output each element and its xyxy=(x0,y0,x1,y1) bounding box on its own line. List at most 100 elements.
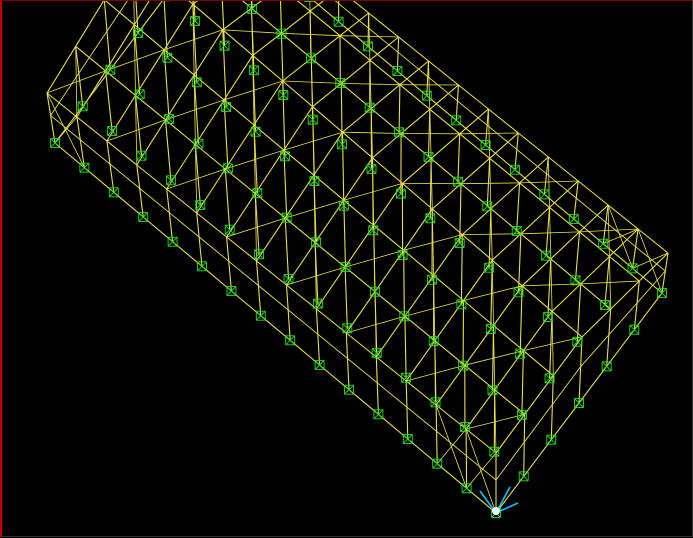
brace-a-14-2[interactable] xyxy=(133,1,134,25)
beam-long-0-3[interactable] xyxy=(552,311,582,337)
girt-front-3[interactable] xyxy=(377,383,407,407)
girt-front-11[interactable] xyxy=(140,188,170,212)
rafter-5-4[interactable] xyxy=(461,158,490,183)
girt-front-7[interactable] xyxy=(259,286,289,310)
beam-long-2-2[interactable] xyxy=(464,301,494,326)
beam-long-9-5[interactable] xyxy=(340,36,370,61)
rafter-9-1[interactable] xyxy=(255,150,284,193)
rafter-10-0[interactable] xyxy=(197,169,226,213)
beam-long-11-2[interactable] xyxy=(194,75,224,100)
column-10-1[interactable] xyxy=(225,169,229,230)
column-2-6[interactable] xyxy=(603,205,608,244)
beam-long-9-6[interactable] xyxy=(369,13,399,37)
beam-long-3-4[interactable] xyxy=(491,209,521,234)
beam-long-1-3[interactable] xyxy=(522,286,552,312)
rafter-6-0[interactable] xyxy=(316,267,345,309)
rafter-11-0[interactable] xyxy=(167,145,196,190)
rafter-13-1[interactable] xyxy=(136,50,165,96)
girt-front-4[interactable] xyxy=(348,359,378,383)
beam-long-12-0[interactable] xyxy=(107,141,137,165)
column-4-5[interactable] xyxy=(517,183,520,231)
beam-long-3-3[interactable] xyxy=(462,235,492,261)
column-5-4[interactable] xyxy=(460,184,461,243)
rafter-2-4[interactable] xyxy=(551,232,580,259)
rafter-4-5[interactable] xyxy=(520,157,549,183)
column-14-1[interactable] xyxy=(106,71,113,131)
girt-front-2[interactable] xyxy=(407,407,437,431)
tie-end-4[interactable] xyxy=(607,330,635,367)
column-11-2[interactable] xyxy=(224,100,228,168)
column-10-0[interactable] xyxy=(197,213,202,266)
column-1-0[interactable] xyxy=(466,429,467,488)
rafter-15-0[interactable] xyxy=(47,46,76,93)
girt-front-8[interactable] xyxy=(229,261,259,285)
beam-long-4-2[interactable] xyxy=(404,250,434,275)
girt-front-5[interactable] xyxy=(318,334,348,358)
beam-long-4-6[interactable] xyxy=(518,133,548,157)
tie-end-1[interactable] xyxy=(524,440,552,477)
column-8-1[interactable] xyxy=(285,218,288,279)
column-4-0[interactable] xyxy=(376,357,378,414)
rafter-13-2[interactable] xyxy=(164,4,193,50)
column-9-0[interactable] xyxy=(227,237,232,291)
rafter-6-1[interactable] xyxy=(345,225,374,267)
beam-long-6-3[interactable] xyxy=(373,158,403,184)
beam-long-1-5[interactable] xyxy=(580,232,610,257)
beam-long-3-6[interactable] xyxy=(548,157,578,181)
rafter-7-4[interactable] xyxy=(401,109,430,133)
tie-end-3[interactable] xyxy=(579,366,607,403)
beam-long-0-2[interactable] xyxy=(523,351,553,376)
rafter-3-4[interactable] xyxy=(521,207,550,233)
column-6-1[interactable] xyxy=(345,267,347,328)
rafter-4-4[interactable] xyxy=(491,183,520,209)
beam-long-8-2[interactable] xyxy=(284,150,314,175)
rafter-12-2[interactable] xyxy=(194,30,223,75)
rafter-6-4[interactable] xyxy=(431,134,460,159)
rafter-5-5[interactable] xyxy=(490,133,519,158)
girt-right-4[interactable] xyxy=(517,150,547,174)
rafter-7-5[interactable] xyxy=(430,85,459,109)
wall-brace-b-0-6[interactable] xyxy=(633,253,668,268)
brace-b-4-4[interactable] xyxy=(461,183,520,184)
rafter-6-5[interactable] xyxy=(460,109,489,134)
beam-long-10-5[interactable] xyxy=(310,11,340,36)
selected-node-marker[interactable] xyxy=(492,507,500,515)
column-12-1[interactable] xyxy=(166,120,171,180)
beam-long-8-6[interactable] xyxy=(399,37,429,61)
beam-long-1-2[interactable] xyxy=(494,326,524,351)
column-5-0[interactable] xyxy=(346,333,349,390)
rafter-12-1[interactable] xyxy=(166,75,195,120)
girt-right-3[interactable] xyxy=(547,174,577,198)
tie-end-5[interactable] xyxy=(634,293,662,330)
rafter-14-1[interactable] xyxy=(106,25,135,71)
beam-long-13-3[interactable] xyxy=(163,1,193,4)
column-6-6[interactable] xyxy=(486,109,489,145)
beam-long-9-0[interactable] xyxy=(197,213,227,237)
girt-front-14[interactable] xyxy=(51,116,81,140)
rafter-9-2[interactable] xyxy=(284,107,313,151)
rafter-4-3[interactable] xyxy=(462,209,491,235)
beam-long-14-1[interactable] xyxy=(76,46,106,71)
girt-front-1[interactable] xyxy=(437,431,467,455)
rafter-8-2[interactable] xyxy=(314,132,343,175)
column-0-3[interactable] xyxy=(579,337,582,403)
rafter-10-2[interactable] xyxy=(254,81,283,125)
brace-b-5-5[interactable] xyxy=(460,133,519,134)
beam-long-10-2[interactable] xyxy=(224,100,254,125)
rafter-6-2[interactable] xyxy=(374,183,403,225)
column-3-0[interactable] xyxy=(406,381,408,439)
rafter-2-3[interactable] xyxy=(522,259,551,286)
column-9-4[interactable] xyxy=(341,83,342,144)
rafter-5-0[interactable] xyxy=(346,292,375,333)
rafter-14-2[interactable] xyxy=(134,1,163,25)
column-8-5[interactable] xyxy=(399,85,400,133)
beam-long-11-0[interactable] xyxy=(137,165,167,189)
girt-right-8[interactable] xyxy=(398,52,428,76)
beam-long-6-0[interactable] xyxy=(287,285,317,309)
column-2-0[interactable] xyxy=(436,405,437,464)
rafter-5-3[interactable] xyxy=(432,184,461,209)
rafter-12-0[interactable] xyxy=(137,120,166,165)
beam-long-10-0[interactable] xyxy=(167,189,197,213)
